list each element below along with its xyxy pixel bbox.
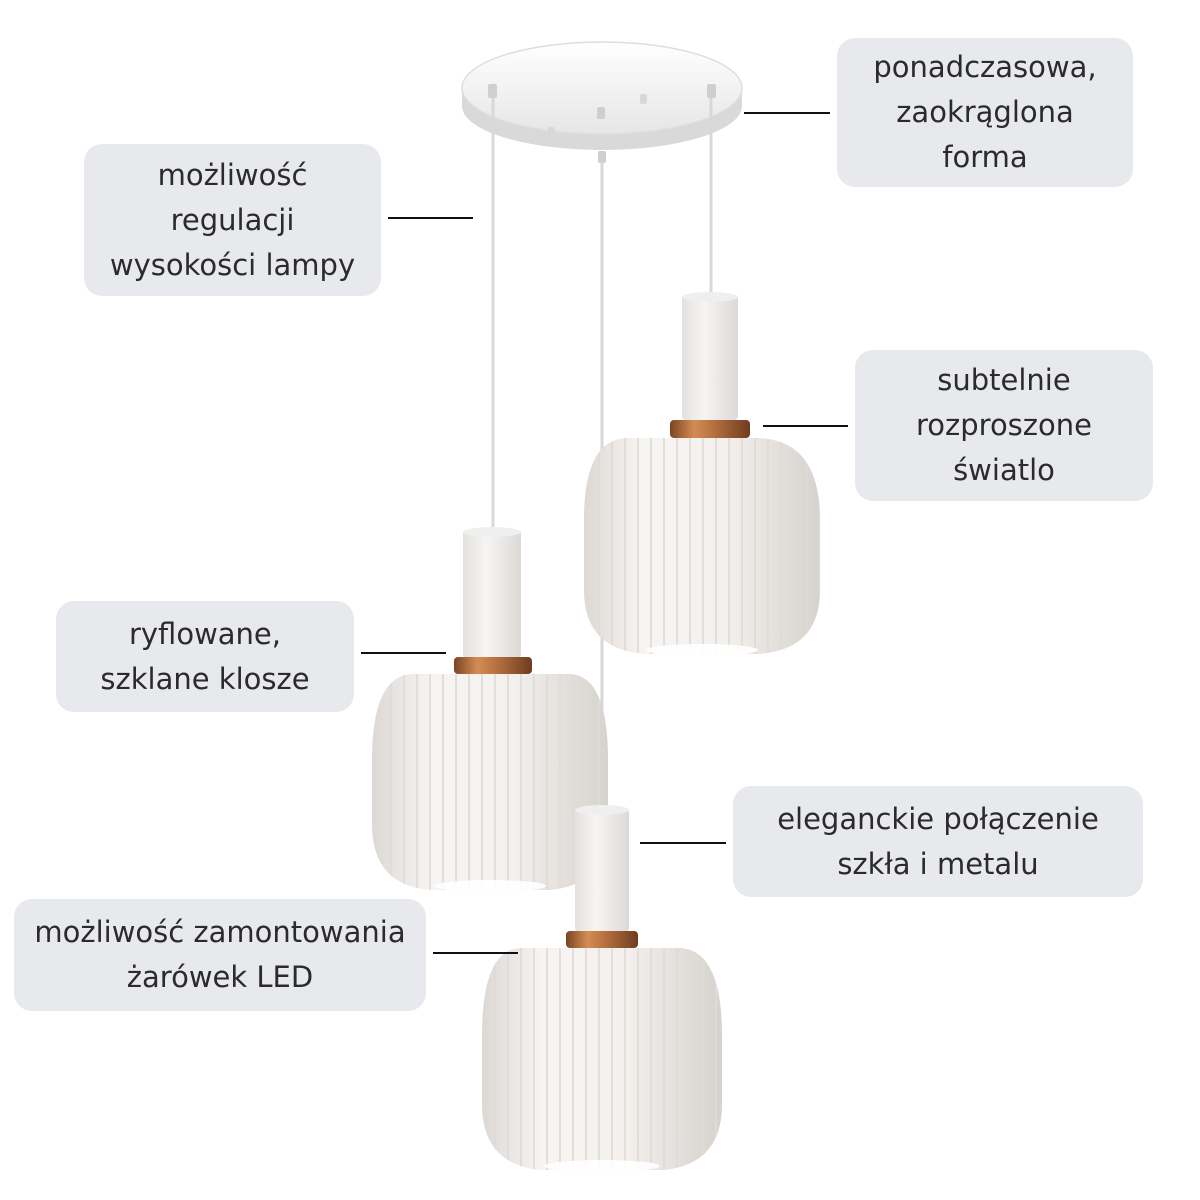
callout-ribbed-glass-text: ryflowane, szklane klosze	[100, 616, 310, 696]
callout-form: ponadczasowa, zaokrąglona forma	[837, 38, 1133, 187]
callout-ribbed-glass: ryflowane, szklane klosze	[56, 601, 354, 712]
leader-lines	[361, 112, 848, 954]
callout-form-text: ponadczasowa, zaokrąglona forma	[873, 50, 1097, 174]
callout-led-bulbs-text: możliwość zamontowania żarówek LED	[34, 915, 406, 994]
pendant-left	[372, 527, 608, 892]
callout-height-adjustment: możliwość regulacji wysokości lampy	[84, 144, 381, 296]
pendant-bottom	[482, 805, 722, 1172]
callout-glass-metal-text: eleganckie połączenie szkła i metalu	[777, 801, 1099, 881]
ceiling-canopy	[461, 41, 743, 163]
callout-glass-metal: eleganckie połączenie szkła i metalu	[733, 786, 1143, 897]
callout-height-adjustment-text: możliwość regulacji wysokości lampy	[109, 157, 356, 282]
callout-diffused-light: subtelnie rozproszone światlo	[855, 350, 1153, 501]
callout-led-bulbs: możliwość zamontowania żarówek LED	[14, 899, 426, 1011]
callout-diffused-light-text: subtelnie rozproszone światlo	[916, 363, 1092, 487]
pendant-right	[584, 292, 820, 656]
